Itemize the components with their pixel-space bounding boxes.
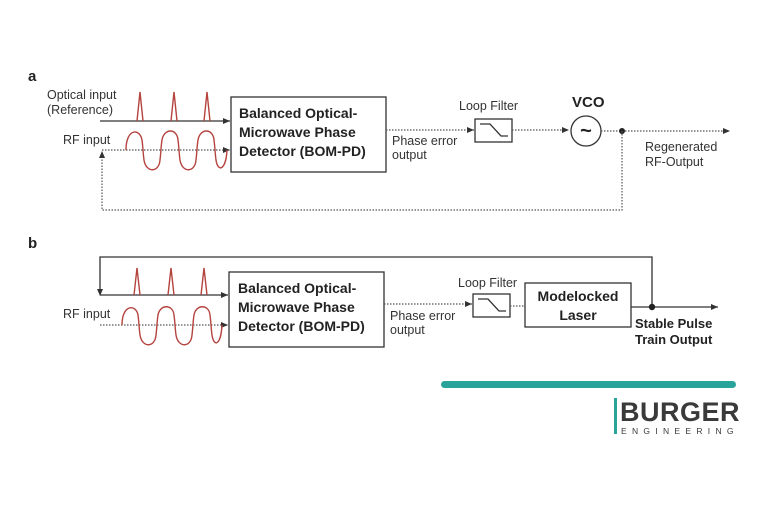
stable-pulse-label: Stable Pulse	[635, 316, 712, 331]
loop-filter-label-a: Loop Filter	[459, 99, 518, 113]
phase-error-label-b: Phase error	[390, 309, 455, 323]
feedback-arrowhead-b	[97, 289, 103, 296]
junction-dot-b	[648, 303, 656, 311]
bom-pd-label-line3: Detector (BOM-PD)	[239, 143, 366, 159]
optical-pulses	[136, 91, 211, 122]
burger-engineering-logo: BURGER ENGINEERING	[441, 381, 740, 436]
rf-sine-wave-b	[121, 306, 223, 346]
feedback-arrowhead-a	[99, 151, 105, 158]
loop-filter-label-b: Loop Filter	[458, 276, 517, 290]
panel-b-label: b	[28, 235, 37, 252]
lowpass-filter-icon-b	[478, 298, 506, 312]
optical-pulses-b	[133, 267, 208, 296]
oscillator-icon: ~	[580, 120, 592, 142]
bom-pd-box-b	[228, 271, 385, 348]
laser-label-line2: Laser	[559, 307, 597, 323]
rf-input-label: RF input	[63, 133, 111, 147]
panel-a-label: a	[28, 68, 37, 85]
train-output-label: Train Output	[635, 332, 713, 347]
phase-error-label-a: Phase error	[392, 134, 457, 148]
lowpass-filter-icon	[480, 123, 508, 137]
feedback-loop-b	[99, 256, 653, 307]
regenerated-label: Regenerated	[645, 140, 717, 154]
modelocked-laser-box	[524, 282, 632, 328]
rf-output-label: RF-Output	[645, 155, 704, 169]
bom-pd-b-label-line2: Microwave Phase	[238, 299, 355, 315]
bom-pd-label-line2: Microwave Phase	[239, 124, 356, 140]
panel-b: b RF input Balanced Optical- Microwave P…	[28, 235, 718, 348]
bom-pd-box-a	[230, 96, 387, 173]
phase-error-output-label-a: output	[392, 148, 427, 162]
panel-a: a Optical input (Reference) RF input Bal…	[28, 68, 730, 211]
optical-input-reference-label: (Reference)	[47, 103, 113, 117]
optical-input-label: Optical input	[47, 88, 117, 102]
logo-subtitle: ENGINEERING	[621, 426, 739, 436]
bom-pd-label-line1: Balanced Optical-	[239, 105, 358, 121]
logo-accent-bar	[441, 381, 736, 388]
bom-pd-b-label-line3: Detector (BOM-PD)	[238, 318, 365, 334]
loop-filter-box-b	[472, 293, 511, 318]
rf-input-label-b: RF input	[63, 307, 111, 321]
bom-pd-b-label-line1: Balanced Optical-	[238, 280, 357, 296]
feedback-loop-a	[101, 131, 623, 211]
laser-label-line1: Modelocked	[538, 288, 619, 304]
logo-vertical-bar	[614, 398, 617, 434]
phase-error-output-label-b: output	[390, 323, 425, 337]
rf-sine-wave	[125, 130, 228, 171]
vco-label: VCO	[572, 94, 605, 111]
loop-filter-box-a	[474, 118, 513, 143]
logo-name: BURGER	[620, 397, 740, 427]
